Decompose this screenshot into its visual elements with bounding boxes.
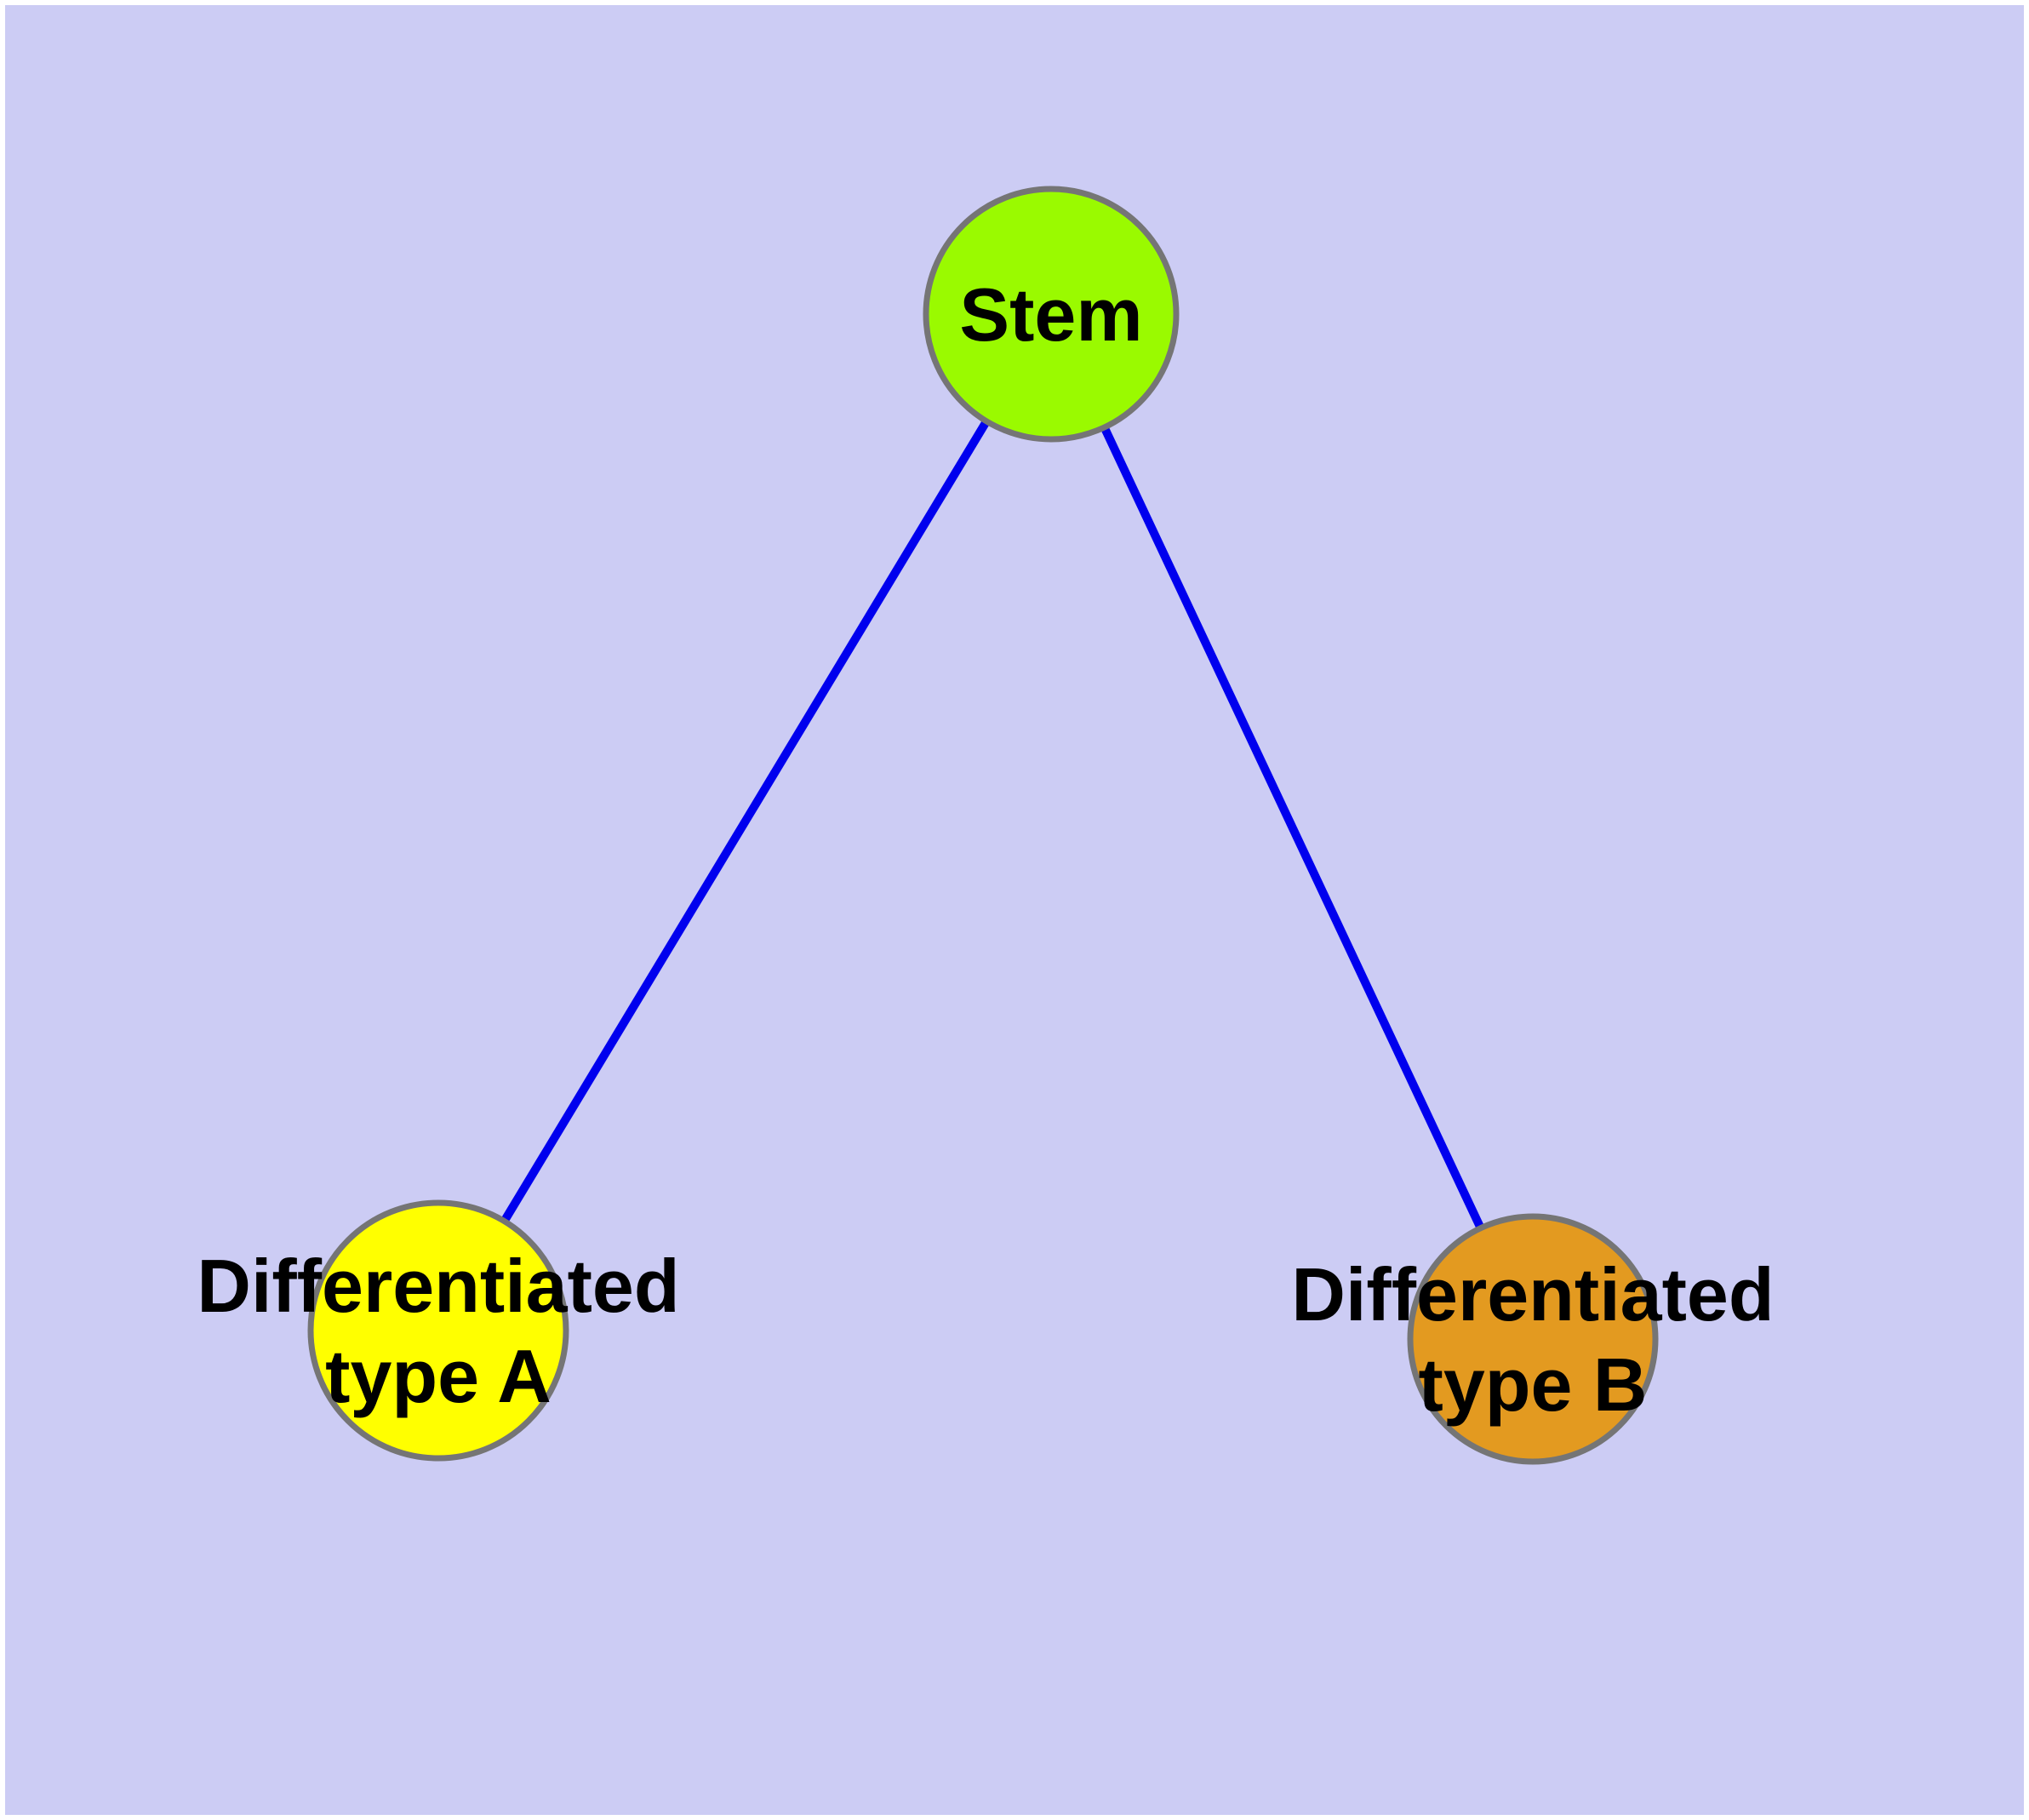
node-label-stem: Stem <box>959 272 1142 357</box>
edge-stem-to-differentiated-type-b <box>1047 312 1537 1342</box>
node-differentiated-type-a <box>307 1199 569 1462</box>
node-stem <box>923 186 1180 443</box>
edge-stem-to-differentiated-type-a <box>434 312 1055 1333</box>
edges-layer <box>434 312 1537 1342</box>
nodes-layer <box>307 186 1659 1465</box>
node-differentiated-type-b <box>1407 1213 1659 1465</box>
